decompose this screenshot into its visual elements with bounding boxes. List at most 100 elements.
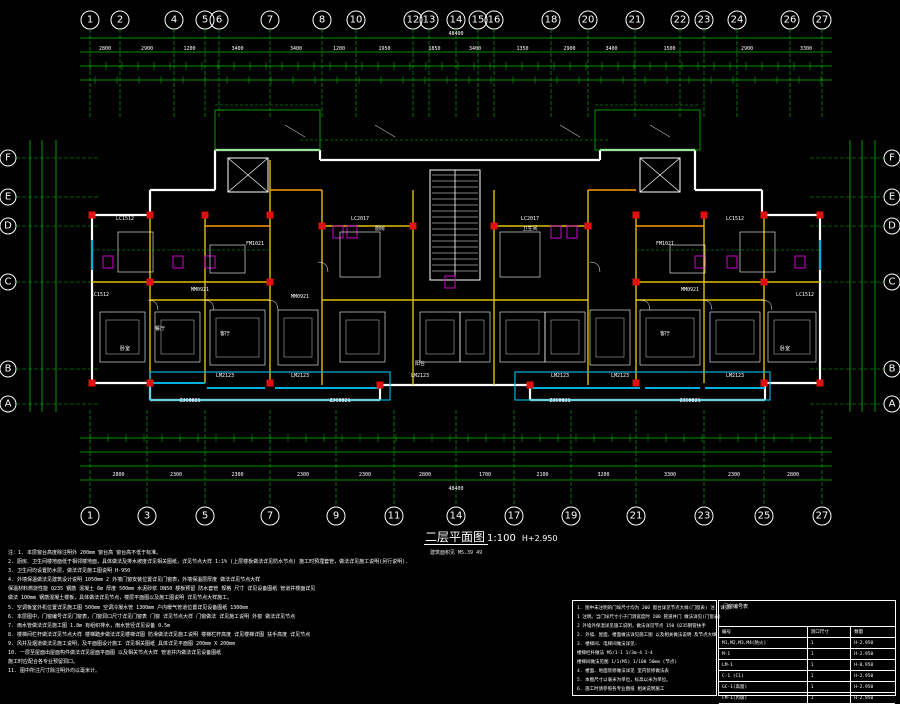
- balcony-top-left: [214, 109, 321, 151]
- drawing-title-text: 二层平面图: [425, 530, 486, 544]
- room-label: ZJC0821: [549, 398, 570, 404]
- axis-bubble-top: 26: [780, 10, 800, 30]
- plumbing-fixture: [794, 255, 806, 269]
- room-label: 厨房: [375, 225, 385, 232]
- axis-label: C: [5, 277, 12, 288]
- dimension-value-bottom: 2800: [787, 472, 799, 478]
- legend-table-cell: H-2.950: [850, 692, 895, 704]
- dimension-value-bottom: 2800: [112, 472, 124, 478]
- note-line: 9. 风井及烟道做法见施工说明，及平面图设计施工 详见相关图纸 具体详见平面图 …: [8, 640, 236, 647]
- axis-bubble-top: 13: [419, 10, 439, 30]
- note-line: 做法 100mm 钢筋混凝土楼板，具体做法详见节点，楼层平面图以及施工图说明 详…: [8, 595, 233, 602]
- dimension-value-bottom: 2300: [359, 472, 371, 478]
- legend-table-cell: 1: [807, 637, 852, 649]
- structural-column: [632, 211, 640, 219]
- axis-label: 6: [216, 15, 222, 26]
- axis-label: 25: [758, 511, 771, 522]
- axis-bubble-bottom: 21: [626, 506, 646, 526]
- structural-column: [266, 379, 274, 387]
- axis-bubble-left: C: [0, 273, 17, 291]
- legend-note-line: 5. 本图尺寸以毫米为单位，标高以米为单位。: [577, 678, 671, 683]
- plumbing-fixture: [726, 255, 738, 269]
- axis-bubble-bottom: 5: [195, 506, 215, 526]
- structural-column: [632, 379, 640, 387]
- axis-label: 7: [267, 511, 273, 522]
- axis-label: 14: [450, 511, 463, 522]
- axis-bubble-right: F: [883, 149, 900, 167]
- axis-bubble-top: 6: [209, 10, 229, 30]
- legend-table-cell: 1: [807, 648, 852, 660]
- room-label: LC1512: [116, 216, 134, 222]
- dimension-value-bottom: 2800: [419, 472, 431, 478]
- legend-table-cell: M-1: [719, 648, 808, 660]
- legend-table-cell: H-2.950: [850, 637, 895, 649]
- dimension-value-bottom: 3300: [664, 472, 676, 478]
- axis-bubble-top: 22: [670, 10, 690, 30]
- room-label: LM2123: [551, 373, 569, 379]
- axis-label: 27: [816, 15, 829, 26]
- axis-bubble-top: 10: [346, 10, 366, 30]
- axis-label: B: [889, 364, 896, 375]
- legend-note-line: 2. 外墙、屋面、楼面做法详见施工图 以及相关做法说明 及节点大样: [577, 633, 717, 638]
- axis-bubble-top: 5: [195, 10, 215, 30]
- axis-bubble-right: D: [883, 217, 900, 235]
- furniture-inner: [345, 319, 380, 355]
- axis-bubble-left: D: [0, 217, 17, 235]
- room-label: 客厅: [660, 330, 670, 337]
- dimension-value-top: 3400: [231, 46, 243, 52]
- dimension-value-top: 1350: [516, 46, 528, 52]
- legend-table-cell: H-2.950: [850, 648, 895, 660]
- note-line: 2. 厨房、卫生间楼地面低于相邻楼地面，具体做法及排水坡度详见相关图纸，详见节点…: [8, 559, 409, 566]
- dimension-value-top: 2900: [141, 46, 153, 52]
- drawing-scale: 1:100: [487, 533, 516, 544]
- room-label: FM1021: [246, 241, 264, 247]
- axis-bubble-top: 15: [468, 10, 488, 30]
- axis-bubble-top: 2: [110, 10, 130, 30]
- furniture-inner: [715, 319, 755, 355]
- room-label: ZJC0821: [329, 398, 350, 404]
- door-swing: [701, 299, 713, 311]
- furniture-inner: [105, 319, 140, 355]
- furniture-inner: [595, 317, 625, 358]
- axis-bubble-top: 12: [403, 10, 423, 30]
- room-label: LM2123: [216, 373, 234, 379]
- dimension-value-top: 1200: [183, 46, 195, 52]
- room-label: 餐厅: [155, 325, 165, 332]
- axis-bubble-right: B: [883, 360, 900, 378]
- legend-table-cell: H-0.950: [850, 659, 895, 671]
- axis-bubble-right: E: [883, 188, 900, 206]
- legend-note-line: 2 外墙外保温详见施工说明，做法详见节点 150 Q235钢管扶手: [577, 624, 706, 629]
- room-label: MM0921: [191, 287, 209, 293]
- axis-bubble-bottom: 1: [80, 506, 100, 526]
- structural-column: [526, 381, 534, 389]
- structural-column: [760, 278, 768, 286]
- structural-column: [88, 211, 96, 219]
- axis-bubble-top: 14: [446, 10, 466, 30]
- structural-column: [632, 278, 640, 286]
- structural-column: [146, 379, 154, 387]
- door-swing: [147, 299, 159, 311]
- note-line: 施工时应配合各专业预留洞口。: [8, 659, 79, 666]
- door-swing: [761, 299, 773, 311]
- axis-label: 27: [816, 511, 829, 522]
- axis-label: 5: [202, 511, 208, 522]
- general-notes: 注：1. 本层窗台高度除注明外 200mm 窗台高 窗台高不低于标准。 2. 厨…: [8, 549, 553, 676]
- note-line: 4. 外墙保温做法见建筑设计说明 1050mm 2 外墙门窗安装位置详见门窗表，…: [8, 577, 261, 584]
- room-label: LC2017: [521, 216, 539, 222]
- note-line: 保温材料燃烧性能 Q235 钢筋 混凝土 6m 厚度 500mm 水泥砂浆 DN…: [8, 586, 316, 593]
- furniture-outline: [277, 309, 319, 366]
- axis-label: 7: [267, 15, 273, 26]
- axis-bubble-top: 20: [578, 10, 598, 30]
- structural-column: [760, 379, 768, 387]
- plumbing-fixture: [550, 225, 562, 239]
- dimension-value-bottom: 2100: [536, 472, 548, 478]
- furniture-inner: [283, 317, 313, 358]
- plumbing-fixture: [566, 225, 578, 239]
- structural-column: [760, 211, 768, 219]
- dimension-value-bottom: 2300: [297, 472, 309, 478]
- structural-column: [490, 222, 498, 230]
- legend-table-cell: H-2.950: [850, 670, 895, 682]
